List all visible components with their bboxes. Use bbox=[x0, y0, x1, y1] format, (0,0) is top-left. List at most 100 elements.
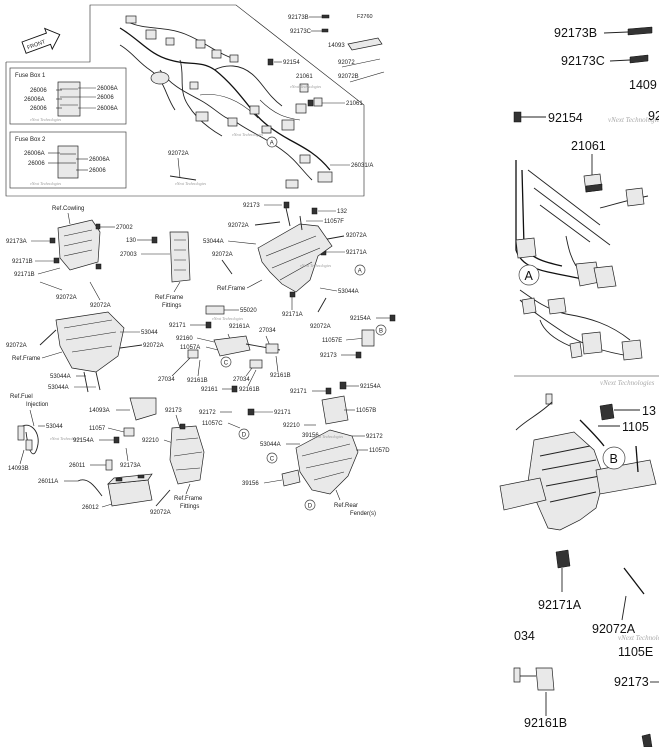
zoom-watermark-2: vNext Technologies bbox=[600, 379, 655, 387]
cowling-group: Ref.Cowling 27002 92173A 92171B 92171B 9… bbox=[6, 206, 133, 309]
label-92072a-left: 92072A bbox=[6, 343, 27, 349]
label-53044-left: 53044 bbox=[141, 330, 158, 336]
label-92072a-top-a: 92072A bbox=[228, 223, 249, 229]
label-53044a-lower: 53044A bbox=[260, 442, 281, 448]
fuse1-right-3: 26006A bbox=[97, 106, 118, 112]
ref-rear-fender-1: Ref.Rear bbox=[334, 503, 358, 509]
fuel-group: Ref.Fuel Injection 53044 vNext Technolog… bbox=[8, 394, 82, 472]
fuse1-right-1: 26006A bbox=[97, 86, 118, 92]
center-mid-group: 55020 vNext Technologies 92171 92161A 27… bbox=[158, 305, 396, 393]
label-53044a-top-b: 53044A bbox=[338, 289, 359, 295]
watermark-center: vNext Technologies bbox=[212, 316, 244, 321]
label-92171a-top: 92171A bbox=[346, 250, 367, 256]
zoom-label-92173b: 92173B bbox=[554, 26, 597, 40]
center-callout-b: B bbox=[379, 329, 383, 335]
label-92171-lower: 92171 bbox=[274, 410, 291, 416]
watermark-harness-3: vNext Technologies bbox=[232, 132, 264, 137]
watermark-fuel: vNext Technologies bbox=[50, 436, 82, 441]
label-92171b-1: 92171B bbox=[12, 259, 33, 265]
lower-callout-c: C bbox=[270, 457, 275, 463]
label-92173-center: 92173 bbox=[320, 353, 337, 359]
zoom-label-1105: 1105 bbox=[622, 420, 649, 434]
zoom-label-13: 13 bbox=[642, 404, 656, 418]
fuse1-left-3: 26006 bbox=[30, 106, 47, 112]
front-arrow-icon: FRONT bbox=[21, 27, 61, 54]
label-27034-c: 27034 bbox=[233, 377, 250, 383]
fuse2-right-2: 26006 bbox=[89, 168, 106, 174]
label-130: 130 bbox=[126, 238, 137, 244]
zoom-watermark-3: vNext Technologies bbox=[618, 634, 659, 642]
label-92072b: 92072B bbox=[338, 74, 359, 80]
label-27034-b: 27034 bbox=[158, 377, 175, 383]
label-92072: 92072 bbox=[338, 60, 355, 66]
fuse-box-1: Fuse Box 1 26006 26006A 26006 26006A 260… bbox=[9, 67, 127, 125]
label-92161: 92161 bbox=[201, 387, 218, 393]
fuse2-left-2: 26006 bbox=[28, 161, 45, 167]
label-92072a-top-c: 92072A bbox=[212, 252, 233, 258]
watermark-frame-top: vNext Technologies bbox=[300, 263, 332, 268]
label-92161b-c: 92161B bbox=[239, 387, 260, 393]
fuse1-right-2: 26006 bbox=[97, 95, 114, 101]
zoom-label-9: 92 bbox=[648, 109, 659, 123]
watermark-harness-2: vNext Technologies bbox=[175, 181, 207, 186]
label-92173-top: 92173 bbox=[243, 203, 260, 209]
label-39156: 39156 bbox=[302, 433, 319, 439]
label-92154a-center: 92154A bbox=[350, 316, 371, 322]
label-53044-fuel: 53044 bbox=[46, 424, 63, 430]
lower-group: 14093A 11057 92154A 92173A 92173 92210 2… bbox=[38, 381, 390, 517]
harness-frame-outline bbox=[5, 4, 365, 197]
label-53044a-top: 53044A bbox=[203, 239, 224, 245]
label-11057b: 11057B bbox=[356, 408, 376, 414]
watermark-fuse2: vNext Technologies bbox=[30, 181, 62, 186]
left-mid-group: 92072A 53044 92072A Ref.Frame 53044A 530… bbox=[6, 311, 164, 393]
label-26011a: 26011A bbox=[38, 479, 58, 485]
watermark-fuse1: vNext Technologies bbox=[30, 117, 62, 122]
overview-diagram: FRONT Fuse Box 1 26006 26006A 26006 2600… bbox=[5, 4, 396, 517]
label-92072a-cowling-2: 92072A bbox=[90, 303, 111, 309]
overview-callout-a: A bbox=[270, 141, 274, 147]
watermark-harness-1: vNext Technologies bbox=[290, 84, 322, 89]
ref-frame-top: Ref.Frame bbox=[217, 286, 246, 292]
label-11057f: 11057F bbox=[324, 219, 344, 225]
label-11057a: 11057A bbox=[180, 345, 200, 351]
label-11057-lower: 11057 bbox=[89, 426, 106, 432]
frame-top-callout-a: A bbox=[358, 269, 362, 275]
watermark-lower: vNext Technologies bbox=[312, 434, 344, 439]
label-92072a-cowling-1: 92072A bbox=[56, 295, 77, 301]
label-11057e: 11057E bbox=[322, 338, 342, 344]
zoom-callout-b: B bbox=[610, 452, 618, 466]
fuse-box-1-title: Fuse Box 1 bbox=[15, 73, 46, 79]
label-26031a: 26031/A bbox=[351, 163, 373, 169]
zoom-label-1105e: 1105E bbox=[618, 645, 653, 659]
label-14093b: 14093B bbox=[8, 466, 29, 472]
zoom-label-92171a: 92171A bbox=[538, 598, 582, 612]
label-92154a-lower-b: 92154A bbox=[360, 384, 381, 390]
ref-fuel-2: Injection bbox=[26, 402, 48, 408]
ref-frame-fittings-1: Ref.Frame bbox=[155, 295, 184, 301]
ref-fuel-1: Ref.Fuel bbox=[10, 394, 33, 400]
label-53044a-left-a: 53044A bbox=[50, 374, 71, 380]
zoom-label-21061: 21061 bbox=[571, 139, 606, 153]
zoom-watermark-1: vNext Technologies bbox=[608, 116, 659, 124]
zoom-label-92154: 92154 bbox=[548, 111, 583, 125]
zoom-label-92161b: 92161B bbox=[524, 716, 567, 730]
label-92154a-lower: 92154A bbox=[73, 438, 94, 444]
center-callout-c: C bbox=[224, 361, 229, 367]
zoom-label-92173: 92173 bbox=[614, 675, 649, 689]
label-14093a: 14093A bbox=[89, 408, 110, 414]
label-92072a-top-b: 92072A bbox=[346, 233, 367, 239]
ref-frame-fittings-lower-1: Ref.Frame bbox=[174, 496, 203, 502]
zoom-label-92072a: 92072A bbox=[592, 622, 636, 636]
label-92072a-harness: 92072A bbox=[168, 151, 189, 157]
label-39156-b: 39156 bbox=[242, 481, 259, 487]
label-92173b: 92173B bbox=[288, 15, 309, 21]
fuse-box-2-title: Fuse Box 2 bbox=[15, 137, 46, 143]
zoom-label-92173c: 92173C bbox=[561, 54, 605, 68]
label-132: 132 bbox=[337, 209, 348, 215]
ref-frame-left: Ref.Frame bbox=[12, 356, 41, 362]
frame-top-group: 130 27003 Ref.Frame Fittings 92173 132 1… bbox=[120, 201, 367, 330]
zoom-callout-a: A bbox=[525, 269, 534, 283]
fuse2-right-1: 26006A bbox=[89, 157, 110, 163]
label-92171b-2: 92171B bbox=[14, 272, 35, 278]
label-92172-lower: 92172 bbox=[199, 410, 216, 416]
